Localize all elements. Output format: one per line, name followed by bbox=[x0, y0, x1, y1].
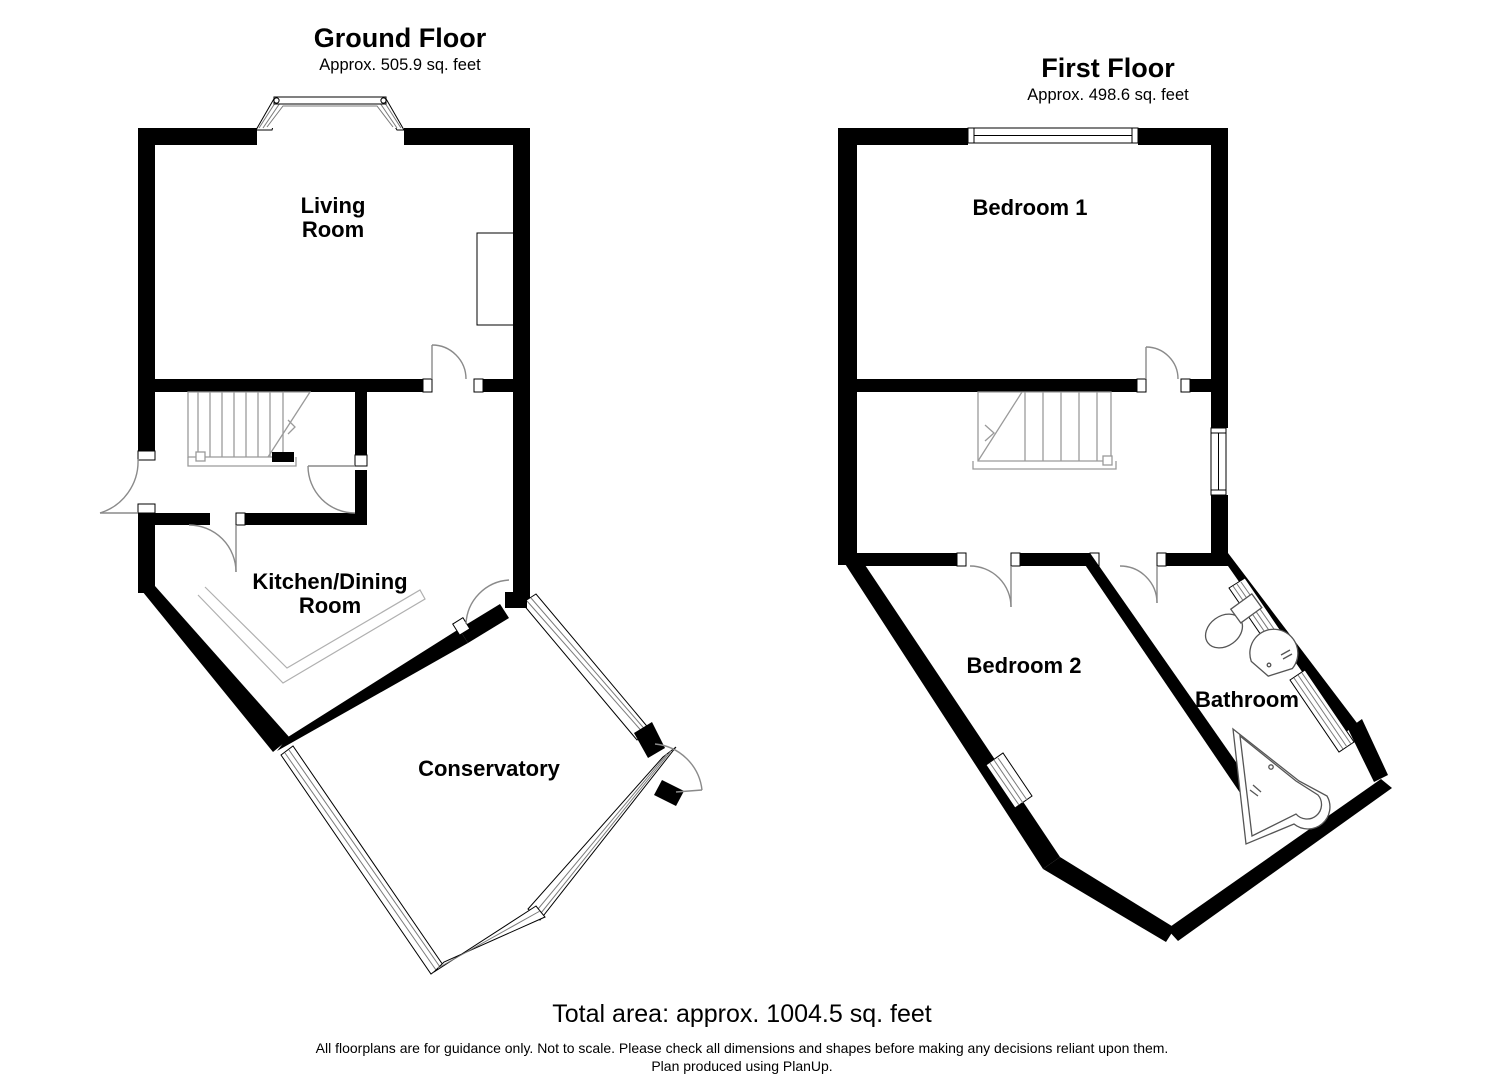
wall-landing-bottom-b bbox=[1020, 553, 1090, 566]
wall-landing-bottom-a bbox=[857, 553, 957, 566]
ground-floor-title: Ground Floor bbox=[314, 23, 487, 53]
counter-icon bbox=[197, 586, 426, 684]
wall-bed1-landing bbox=[857, 379, 1137, 392]
staircase-icon bbox=[187, 391, 312, 467]
door-jamb-bed2-b bbox=[1010, 552, 1021, 567]
door-kitchen-conservatory[interactable] bbox=[465, 579, 510, 625]
wall-bed2-angled-left bbox=[838, 553, 1060, 869]
room-label-bedroom-2: Bedroom 2 bbox=[967, 653, 1082, 678]
post-conservatory-east bbox=[634, 722, 665, 758]
door-hall-right[interactable] bbox=[307, 465, 356, 514]
door-jamb-front-bottom bbox=[137, 503, 156, 514]
wall-hall-right-lower bbox=[355, 470, 367, 523]
room-label-kitchen-dining-line1: Kitchen/Dining bbox=[252, 569, 407, 594]
first-floor-area: Approx. 498.6 sq. feet bbox=[1027, 86, 1189, 104]
room-label-kitchen-dining-line2: Room bbox=[299, 593, 361, 618]
wall-ff-left bbox=[838, 128, 857, 565]
ground-floor-area: Approx. 505.9 sq. feet bbox=[319, 56, 481, 74]
room-label-living-room-line1: Living bbox=[301, 193, 366, 218]
door-jamb-living-2 bbox=[473, 378, 484, 393]
door-jamb-living bbox=[422, 378, 433, 393]
door-jamb-bath-b bbox=[1156, 552, 1167, 567]
conservatory-glazing bbox=[280, 593, 677, 975]
bath-icon bbox=[1232, 727, 1331, 845]
door-living-room[interactable] bbox=[431, 344, 467, 380]
door-jamb-bed1-b bbox=[1180, 378, 1191, 393]
wall-living-left bbox=[138, 128, 155, 451]
wall-bathroom-right-lower bbox=[1348, 719, 1388, 782]
door-jamb-hall-a bbox=[354, 454, 368, 467]
door-conservatory-external[interactable] bbox=[654, 743, 703, 793]
wall-living-bottom-right bbox=[483, 379, 513, 392]
wall-kitchen-angled-bottom bbox=[277, 629, 468, 751]
door-jamb-bed1-a bbox=[1136, 378, 1147, 393]
window-icon-bathroom-lower bbox=[1289, 669, 1355, 753]
entrance-door[interactable] bbox=[99, 458, 139, 514]
wall-bed2-bottom bbox=[1043, 857, 1175, 942]
post-conservatory-top bbox=[505, 592, 527, 608]
first-floor-plan: Bedroom 1 Bedroom 2 Bathroom bbox=[838, 127, 1392, 942]
ground-floor-plan: Living Room Kitchen/Dining Room Conserva… bbox=[99, 96, 703, 975]
room-label-bathroom: Bathroom bbox=[1195, 687, 1299, 712]
window-icon-bedroom-1 bbox=[967, 127, 1139, 144]
door-bedroom-2[interactable] bbox=[969, 565, 1012, 608]
door-jamb-front-top bbox=[137, 450, 156, 461]
room-label-bedroom-1: Bedroom 1 bbox=[973, 195, 1088, 220]
wall-ff-top-left bbox=[838, 128, 968, 145]
first-floor-title: First Floor bbox=[1041, 53, 1175, 83]
wall-bed2-bathroom-partition bbox=[1077, 553, 1280, 834]
wall-ff-top-right bbox=[1138, 128, 1228, 145]
staircase-icon-first-floor bbox=[972, 391, 1117, 470]
wall-hall-bottom-right bbox=[245, 513, 367, 525]
door-jamb-bed2 bbox=[956, 552, 967, 567]
room-label-living-room-line2: Room bbox=[302, 217, 364, 242]
wall-living-top-right bbox=[404, 128, 530, 145]
wall-ff-right-upper bbox=[1211, 128, 1228, 428]
window-icon-bedroom-2 bbox=[985, 752, 1033, 809]
window-icon-landing bbox=[1210, 427, 1227, 496]
disclaimer-line-1: All floorplans are for guidance only. No… bbox=[316, 1040, 1169, 1056]
bay-window-icon bbox=[255, 96, 405, 131]
toilet-icon bbox=[1204, 592, 1263, 649]
wall-bathroom-bottom bbox=[1167, 779, 1392, 941]
wall-hall-exterior-left bbox=[138, 513, 155, 593]
wall-bed1-landing-right bbox=[1190, 379, 1211, 392]
fireplace-icon bbox=[476, 232, 513, 326]
basin-icon bbox=[1249, 628, 1299, 677]
room-label-conservatory: Conservatory bbox=[418, 756, 561, 781]
wall-hall-bottom-left bbox=[155, 513, 210, 525]
wall-living-top-left bbox=[138, 128, 257, 145]
total-area-label: Total area: approx. 1004.5 sq. feet bbox=[552, 1000, 931, 1028]
wall-kitchen-to-conservatory bbox=[459, 604, 509, 643]
post-conservatory-southeast bbox=[654, 780, 684, 806]
door-jamb-hall-b bbox=[235, 512, 246, 526]
door-kitchen[interactable] bbox=[188, 524, 237, 573]
wall-kitchen-angled-left bbox=[138, 586, 290, 752]
wall-hall-right-upper bbox=[355, 392, 367, 457]
door-bedroom-1[interactable] bbox=[1145, 346, 1179, 380]
door-bathroom[interactable] bbox=[1119, 565, 1158, 604]
wall-landing-bottom-c bbox=[1166, 553, 1228, 566]
wall-ff-right-lower bbox=[1211, 495, 1228, 565]
wall-living-right bbox=[513, 128, 530, 605]
disclaimer-line-2: Plan produced using PlanUp. bbox=[651, 1058, 832, 1074]
wall-living-bottom-left bbox=[155, 379, 423, 392]
